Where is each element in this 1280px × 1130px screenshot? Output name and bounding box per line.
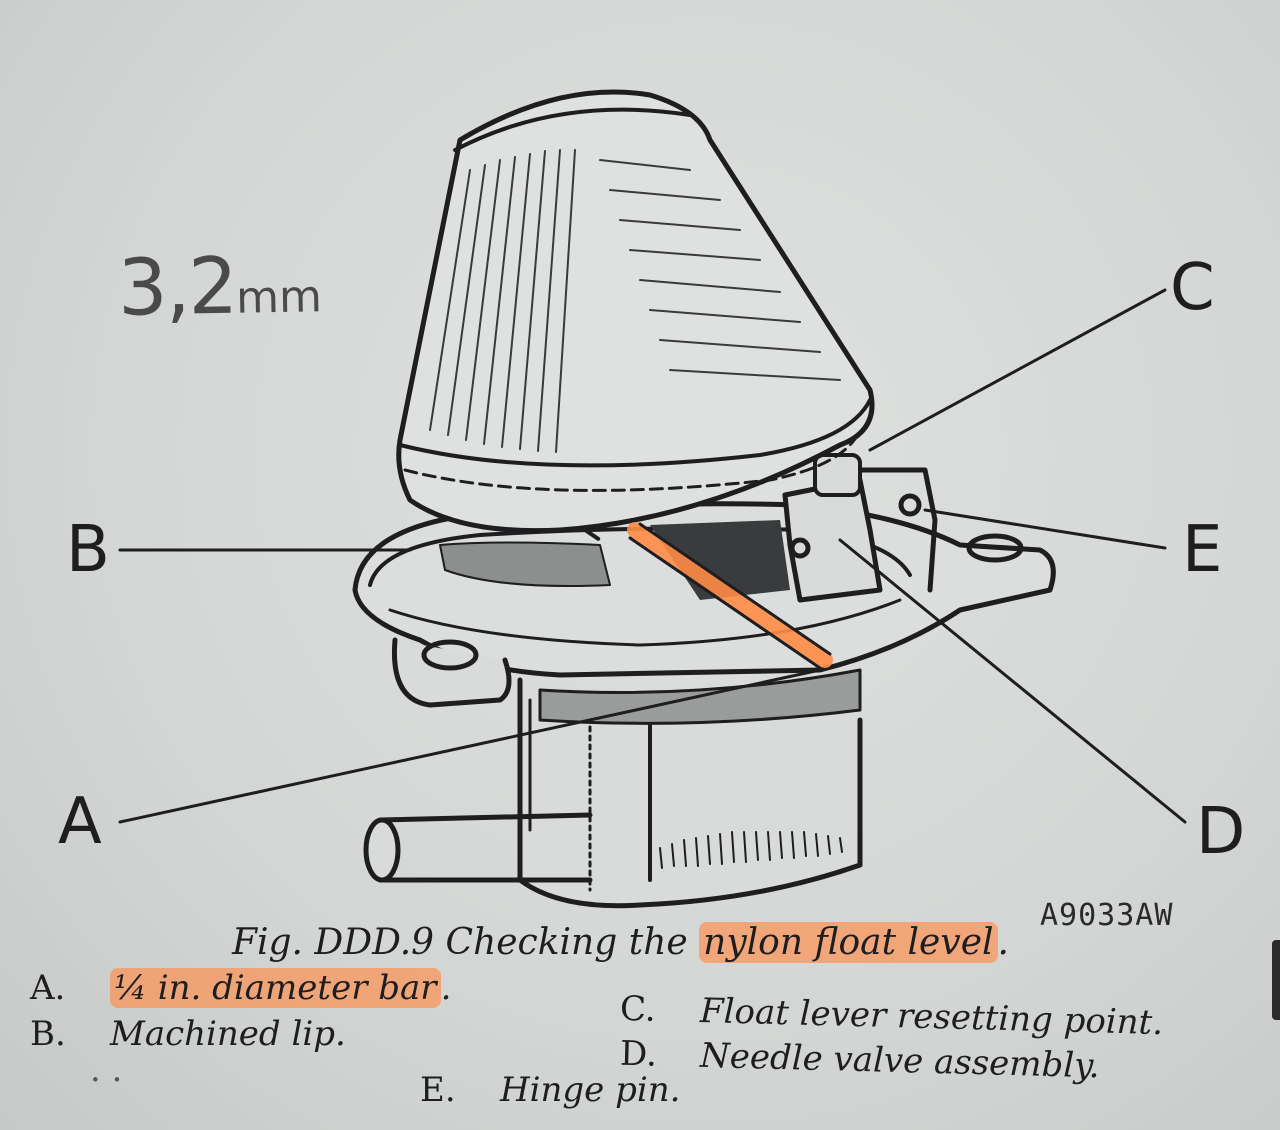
legend-key: E.: [420, 1070, 456, 1110]
leader-d: [838, 538, 1187, 824]
legend-text-after: .: [440, 968, 452, 1008]
caption-highlighted: nylon float level: [699, 922, 998, 963]
leader-c: [868, 288, 1167, 452]
leader-e: [923, 508, 1167, 550]
handwritten-number: 3,2: [117, 241, 237, 334]
legend-key: B.: [30, 1014, 66, 1054]
inlet-pipe: [377, 812, 593, 883]
legend-text: Machined lip.: [110, 1014, 346, 1054]
callout-e: E: [1182, 513, 1223, 587]
leader-a: [118, 668, 822, 824]
callout-b: B: [66, 513, 110, 587]
handwritten-note: 3,2mm: [117, 240, 323, 346]
figure-caption: Fig. DDD.9 Checking the nylon float leve…: [232, 922, 1009, 963]
caption-suffix: .: [997, 922, 1009, 963]
legend-item-a: A. ¼ in. diameter bar.: [30, 968, 451, 1008]
callout-d: D: [1196, 795, 1246, 869]
legend-key: C.: [619, 988, 657, 1030]
legend-key: A.: [30, 968, 66, 1008]
figure-code: A9033AW: [1040, 898, 1174, 933]
legend-text-highlighted: ¼ in. diameter bar: [110, 968, 441, 1008]
chamber-body: [517, 677, 863, 909]
nylon-float: [396, 89, 875, 534]
page-edge: [1272, 940, 1280, 1020]
legend-text: Hinge pin.: [500, 1070, 681, 1110]
smudge-marks: · ·: [90, 1060, 123, 1100]
callout-a: A: [58, 785, 102, 859]
handwritten-unit: mm: [235, 271, 323, 324]
legend-item-b: B. Machined lip.: [30, 1014, 346, 1054]
legend-item-e: E. Hinge pin.: [420, 1070, 680, 1110]
callout-c: C: [1170, 251, 1215, 325]
diameter-bar-highlight: [627, 522, 833, 668]
caption-prefix: Fig. DDD.9 Checking the: [232, 922, 688, 963]
